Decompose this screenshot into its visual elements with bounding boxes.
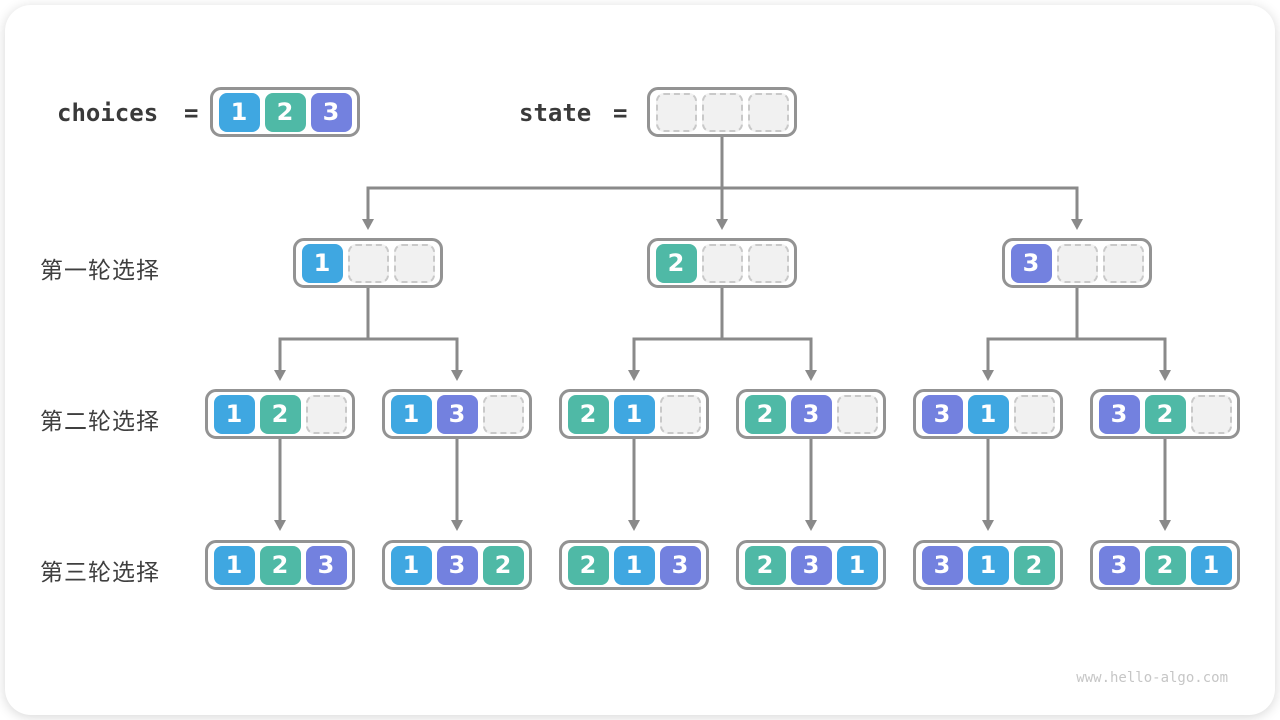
cell-value-3: 3 bbox=[1098, 545, 1140, 585]
cell-value-2: 2 bbox=[1144, 394, 1186, 434]
cell-value-1: 1 bbox=[213, 545, 255, 585]
cell-value-2: 2 bbox=[744, 545, 786, 585]
choices-equals-sign: = bbox=[184, 99, 199, 127]
cell-value-2: 2 bbox=[259, 394, 301, 434]
cell-empty bbox=[836, 394, 878, 434]
cell-value-2: 2 bbox=[655, 243, 697, 283]
row-label-round-1: 第一轮选择 bbox=[40, 257, 160, 283]
cell-empty bbox=[655, 92, 697, 132]
cell-value-2: 2 bbox=[1013, 545, 1055, 585]
cell-value-3: 3 bbox=[305, 545, 347, 585]
cell-value-1: 1 bbox=[390, 545, 432, 585]
cell-value-2: 2 bbox=[567, 545, 609, 585]
choices-label: choices bbox=[57, 99, 159, 127]
cell-empty bbox=[305, 394, 347, 434]
cell-value-2: 2 bbox=[259, 545, 301, 585]
cell-empty bbox=[701, 92, 743, 132]
cell-empty bbox=[1013, 394, 1055, 434]
cell-value-1: 1 bbox=[613, 394, 655, 434]
cell-value-3: 3 bbox=[436, 545, 478, 585]
cell-value-1: 1 bbox=[967, 545, 1009, 585]
cell-value-3: 3 bbox=[790, 394, 832, 434]
cell-value-3: 3 bbox=[1010, 243, 1052, 283]
state-label: state bbox=[519, 99, 592, 127]
cell-value-3: 3 bbox=[790, 545, 832, 585]
cell-value-1: 1 bbox=[218, 92, 260, 132]
state-node-2: 2 bbox=[647, 238, 797, 288]
cell-value-1: 1 bbox=[1190, 545, 1232, 585]
cell-value-1: 1 bbox=[301, 243, 343, 283]
cell-empty bbox=[347, 243, 389, 283]
state-equals-sign: = bbox=[613, 99, 628, 127]
cell-value-1: 1 bbox=[390, 394, 432, 434]
cell-empty bbox=[1102, 243, 1144, 283]
state-node-3: 3 bbox=[1002, 238, 1152, 288]
cell-value-3: 3 bbox=[921, 545, 963, 585]
cell-value-2: 2 bbox=[1144, 545, 1186, 585]
state-node-1: 1 bbox=[293, 238, 443, 288]
cell-empty bbox=[747, 92, 789, 132]
row-label-round-2: 第二轮选择 bbox=[40, 408, 160, 434]
cell-value-2: 2 bbox=[264, 92, 306, 132]
cell-value-2: 2 bbox=[482, 545, 524, 585]
cell-empty bbox=[747, 243, 789, 283]
watermark: www.hello-algo.com bbox=[1076, 670, 1228, 686]
cell-empty bbox=[1056, 243, 1098, 283]
cell-empty bbox=[659, 394, 701, 434]
cell-value-2: 2 bbox=[744, 394, 786, 434]
cell-value-3: 3 bbox=[659, 545, 701, 585]
cell-empty bbox=[393, 243, 435, 283]
cell-value-2: 2 bbox=[567, 394, 609, 434]
cell-value-3: 3 bbox=[436, 394, 478, 434]
cell-value-1: 1 bbox=[213, 394, 255, 434]
cell-value-3: 3 bbox=[310, 92, 352, 132]
cell-value-1: 1 bbox=[967, 394, 1009, 434]
cell-value-3: 3 bbox=[1098, 394, 1140, 434]
cell-value-1: 1 bbox=[836, 545, 878, 585]
cell-value-1: 1 bbox=[613, 545, 655, 585]
row-label-round-3: 第三轮选择 bbox=[40, 559, 160, 585]
cell-empty bbox=[701, 243, 743, 283]
cell-empty bbox=[1190, 394, 1232, 434]
state-array bbox=[647, 87, 797, 137]
cell-empty bbox=[482, 394, 524, 434]
cell-value-3: 3 bbox=[921, 394, 963, 434]
